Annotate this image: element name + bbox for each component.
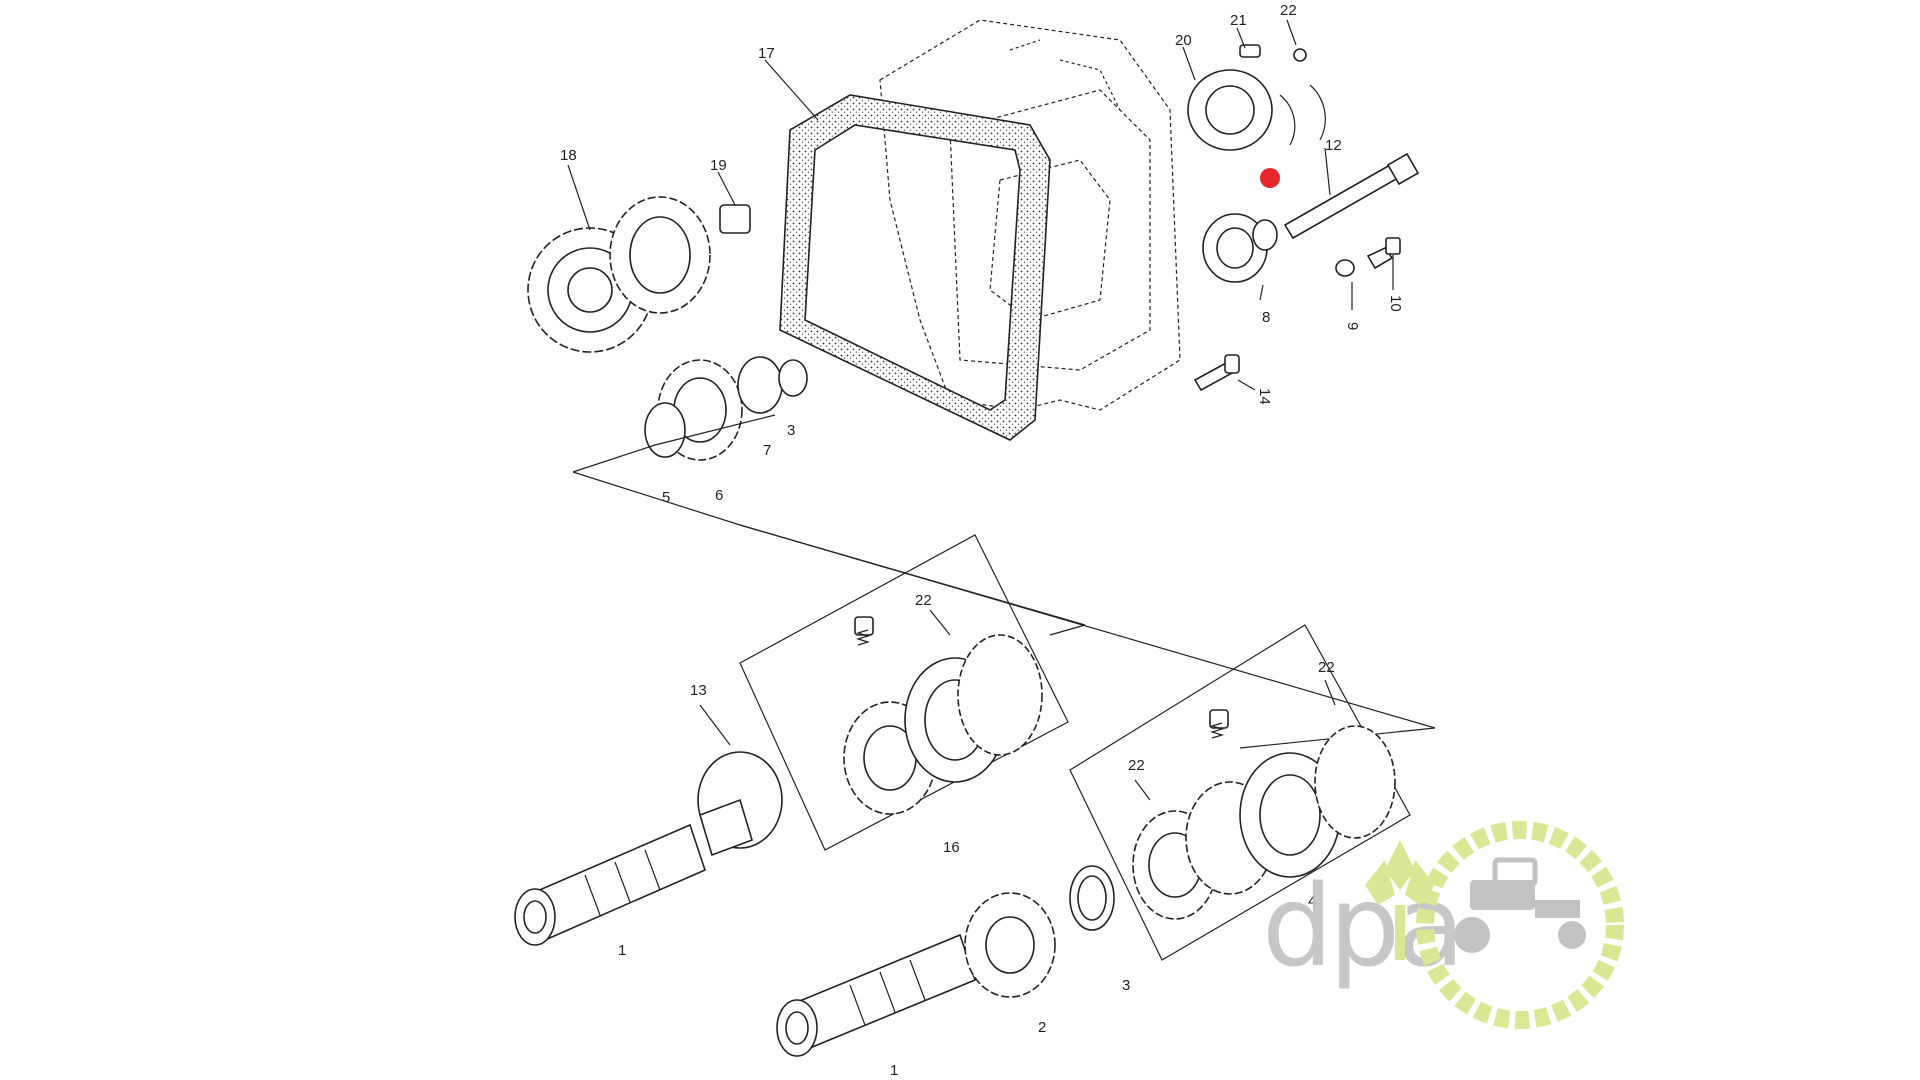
callout-6: 6	[715, 487, 723, 504]
stud-14	[1193, 354, 1240, 392]
leader-lines	[572, 414, 1436, 749]
dpa-watermark: dpa	[1262, 821, 1624, 1029]
callout-14: 14	[1256, 388, 1273, 405]
bearing-18	[1187, 44, 1326, 151]
callout-18: 20	[1175, 32, 1192, 49]
input-shaft-upper	[514, 751, 783, 946]
callout-1-upper: 1	[618, 942, 626, 959]
gear-6-assembly	[644, 356, 808, 461]
callout-3-lower: 3	[1122, 977, 1130, 994]
callout-12: 12	[1325, 137, 1342, 154]
callout-15: 17	[758, 45, 775, 62]
callout-17: 19	[710, 157, 727, 174]
input-shaft-lower	[776, 865, 1115, 1057]
callout-13: 13	[690, 682, 707, 699]
callout-22-a: 22	[915, 592, 932, 609]
callout-9: 9	[1344, 322, 1361, 330]
callout-3-upper: 3	[787, 422, 795, 439]
callout-19: 21	[1230, 12, 1247, 29]
callout-5: 5	[662, 489, 670, 506]
callout-4: 4	[1308, 893, 1316, 910]
callout-labels: 17 18 19 20 21 22 12 8 9 10 14 3 7 6 5 1…	[560, 2, 1404, 1079]
gasket	[779, 94, 1051, 441]
synchro-box-21	[739, 534, 1069, 851]
callout-2: 2	[1038, 1019, 1046, 1036]
callout-22-b: 22	[1318, 659, 1335, 676]
callout-22-c: 22	[1128, 757, 1145, 774]
callout-16: 18	[560, 147, 577, 164]
callout-1-lower: 1	[890, 1062, 898, 1079]
wheat-icon	[1365, 840, 1435, 960]
callout-leaders	[567, 19, 1394, 801]
callout-21: 16	[943, 839, 960, 856]
tractor-icon	[1454, 857, 1586, 953]
callout-10: 10	[1387, 295, 1404, 312]
synchro-box-4	[1069, 624, 1411, 961]
callout-8: 8	[1262, 309, 1270, 326]
callout-20: 22	[1280, 2, 1297, 19]
watermark-gear-ring	[1416, 821, 1624, 1029]
gear-cluster-16	[527, 196, 751, 353]
bearing-8-group	[1202, 152, 1420, 283]
transmission-housing	[879, 19, 1181, 411]
callout-7: 7	[763, 442, 771, 459]
highlight-marker	[1260, 168, 1280, 188]
